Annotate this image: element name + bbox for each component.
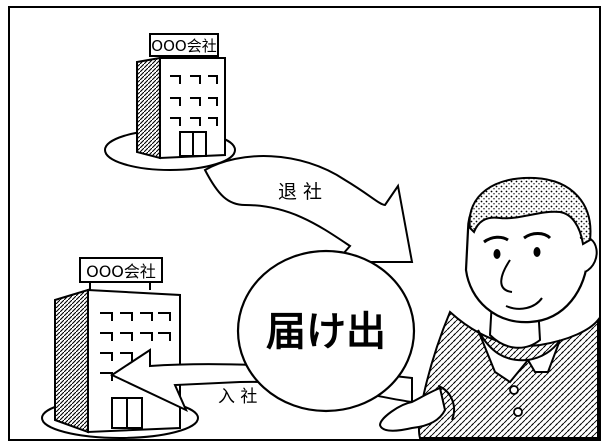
notification-bubble	[236, 249, 416, 413]
leave-label: 退 社	[278, 181, 322, 203]
company-sign-top-label: OOO会社	[151, 37, 216, 55]
company-sign-bottom-label: OOO会社	[86, 262, 156, 281]
company-sign-top: OOO会社	[149, 33, 219, 57]
company-sign-bottom: OOO会社	[79, 257, 163, 283]
join-label: 入 社	[218, 387, 257, 407]
bubble-text: 届け出	[266, 309, 386, 355]
leave-arrow	[203, 155, 414, 263]
building-bottom-icon	[41, 282, 199, 439]
building-top-icon	[104, 55, 236, 171]
person-icon	[378, 176, 599, 439]
